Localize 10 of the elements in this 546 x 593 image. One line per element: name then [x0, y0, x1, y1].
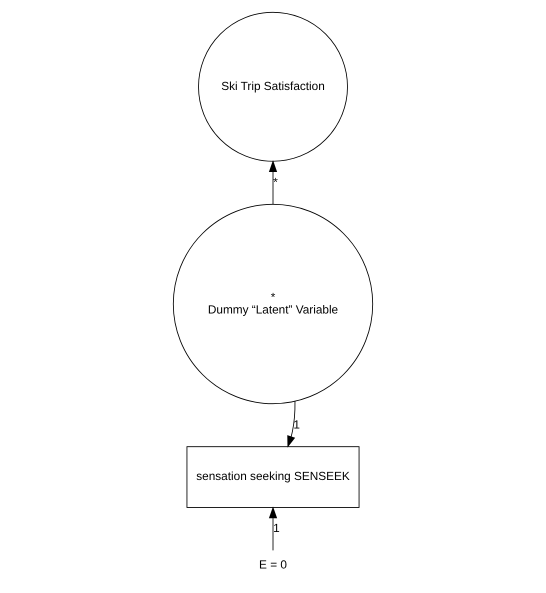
edge-label: *	[273, 174, 278, 189]
node-text: E = 0	[259, 558, 287, 572]
edge-label: 1	[293, 417, 300, 432]
arrow	[287, 401, 296, 448]
node-circle: Ski Trip Satisfaction	[198, 12, 348, 162]
node-box: sensation seeking SENSEEK	[186, 446, 360, 508]
arrow	[268, 506, 278, 551]
arrow	[268, 160, 278, 205]
node-circle: * Dummy “Latent” Variable	[172, 204, 374, 404]
edge-label: 1	[273, 521, 280, 536]
